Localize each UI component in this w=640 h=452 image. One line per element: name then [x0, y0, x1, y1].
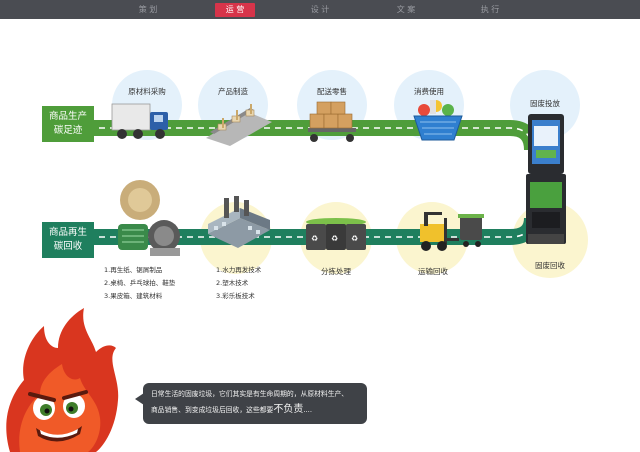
list-item: 2.塑木技术: [216, 279, 249, 287]
svg-text:♻: ♻: [331, 234, 338, 243]
label-production-footprint: 商品生产 碳足迹: [42, 106, 94, 142]
nav-item-copywriting[interactable]: 文 案: [396, 5, 416, 14]
label-production-line1: 商品生产: [48, 111, 87, 122]
factory-icon: [208, 196, 270, 248]
recycled-products-icon: [118, 180, 180, 256]
truck-icon: [111, 103, 168, 139]
recycled-products-list: 1.再生纸、锯屑制品 2.桌椅、乒乓球拍、鞋垫 3.果皮箱、建筑材料: [104, 264, 175, 303]
stage-title-disposal: 固废投放: [530, 99, 560, 108]
bubble-text-suffix: ....: [303, 406, 312, 414]
speech-bubble: 日常生活的固废垃圾，它们其实是有生命周期的，从原材料生产、 商品销售、到变成垃圾…: [135, 383, 367, 424]
bubble-text-emphasis: 不负责: [273, 404, 304, 415]
label-regeneration-line1: 商品再生: [48, 227, 87, 238]
stage-title-sorting: 分拣处理: [321, 267, 351, 276]
label-regeneration-recovery: 商品再生 碳回收: [42, 222, 94, 258]
svg-text:♻: ♻: [351, 234, 358, 243]
nav-item-planning[interactable]: 策 划: [138, 5, 158, 14]
recycling-tech-list: 1.水力再发技术 2.塑木技术 3.彩乐板技术: [216, 264, 261, 303]
bubble-text-prefix: 商品销售、到变成垃圾后回收，这些都要: [151, 406, 274, 414]
recycling-kiosk-icon: [526, 114, 566, 244]
label-regeneration-line2: 碳回收: [53, 241, 83, 252]
stage-title-manufacture: 产品制造: [218, 87, 248, 96]
top-nav-bar: 策 划 运 营 设 计 文 案 执 行: [0, 0, 640, 19]
stage-title-transport: 运输回收: [418, 267, 448, 276]
label-production-line2: 碳足迹: [53, 125, 83, 136]
nav-item-operation[interactable]: 运 营: [215, 3, 255, 17]
cart-boxes-icon: [308, 101, 356, 142]
list-item: 3.果皮箱、建筑材料: [104, 292, 163, 300]
list-item: 2.桌椅、乒乓球拍、鞋垫: [104, 279, 176, 287]
nav-item-design[interactable]: 设 计: [310, 5, 330, 14]
stage-title-recovery: 固废回收: [535, 261, 565, 270]
forklift-icon: [420, 212, 484, 251]
production-line-icon: [206, 104, 272, 146]
stage-title-distribution: 配送零售: [317, 87, 347, 96]
svg-text:♻: ♻: [311, 234, 318, 243]
bubble-text-line2: 商品销售、到变成垃圾后回收，这些都要不负责....: [151, 402, 359, 418]
nav-item-execution[interactable]: 执 行: [480, 5, 500, 14]
stage-title-consumption: 消费使用: [414, 87, 444, 96]
stage-title-raw-material: 原材料采购: [128, 87, 166, 96]
list-item: 3.彩乐板技术: [216, 292, 255, 300]
fire-mascot-icon: [6, 308, 119, 452]
bubble-text-line1: 日常生活的固废垃圾，它们其实是有生命周期的，从原材料生产、: [151, 390, 349, 398]
list-item: 1.水力再发技术: [216, 266, 262, 274]
sorting-bins-icon: ♻ ♻ ♻: [306, 218, 366, 250]
shopping-basket-icon: [413, 100, 463, 141]
list-item: 1.再生纸、锯屑制品: [104, 266, 163, 274]
